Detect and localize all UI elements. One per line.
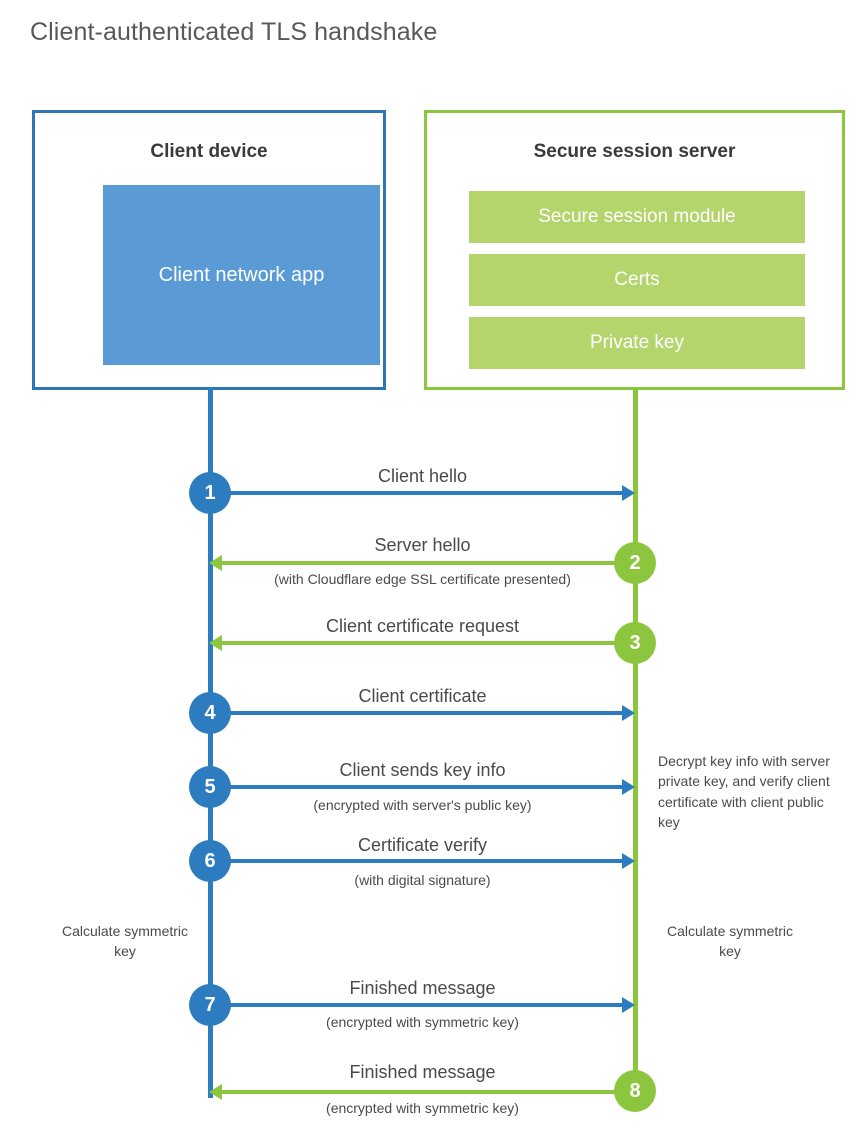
step-2-arrow-line — [222, 561, 635, 565]
step-2-sublabel: (with Cloudflare edge SSL certificate pr… — [274, 571, 571, 587]
step-8-arrow-head — [209, 1084, 222, 1100]
step-2-label: Server hello — [374, 535, 471, 555]
step-1-label: Client hello — [377, 466, 468, 486]
step-6-arrow-head — [622, 853, 635, 869]
client-device-title: Client device — [150, 141, 268, 162]
step-3-arrow-head — [209, 635, 222, 651]
step-8-arrow-line — [222, 1090, 635, 1094]
step-2-badge[interactable]: 2 — [614, 542, 656, 584]
step-7-badge[interactable]: 7 — [189, 984, 231, 1026]
step-5-label: Client sends key info — [339, 760, 506, 780]
step-3-badge[interactable]: 3 — [614, 622, 656, 664]
step-6-arrow-line — [210, 859, 622, 863]
step-8-label: Finished message — [349, 1062, 496, 1082]
server-module-certs: Certs — [469, 254, 805, 306]
step-7-arrow-line — [210, 1003, 622, 1007]
step-1-arrow-head — [622, 485, 635, 501]
step-6-badge[interactable]: 6 — [189, 840, 231, 882]
step-2-arrow-head — [209, 555, 222, 571]
server-decrypt-note: Decrypt key info with server private key… — [658, 753, 830, 830]
step-7-label: Finished message — [349, 978, 496, 998]
page-title: Client-authenticated TLS handshake — [30, 18, 438, 46]
step-5-arrow-line — [210, 785, 622, 789]
step-3-arrow-line — [222, 641, 635, 645]
step-6-sublabel: (with digital signature) — [354, 872, 491, 888]
client-lifeline — [208, 388, 213, 1098]
step-5-badge[interactable]: 5 — [189, 766, 231, 808]
step-1-arrow-line — [210, 491, 622, 495]
client-calculate-symmetric-key-note: Calculate symmetric key — [61, 923, 189, 960]
step-4-arrow-line — [210, 711, 622, 715]
step-4-badge[interactable]: 4 — [189, 692, 231, 734]
step-1-badge[interactable]: 1 — [189, 472, 231, 514]
step-6-label: Certificate verify — [357, 835, 488, 855]
step-4-label: Client certificate — [358, 686, 487, 706]
server-calculate-symmetric-key-note: Calculate symmetric key — [666, 923, 794, 960]
client-network-app-block: Client network app — [103, 185, 380, 365]
step-7-sublabel: (encrypted with symmetric key) — [326, 1014, 519, 1030]
secure-session-server-title: Secure session server — [533, 141, 736, 162]
step-8-badge[interactable]: 8 — [614, 1070, 656, 1112]
step-7-arrow-head — [622, 997, 635, 1013]
step-5-arrow-head — [622, 779, 635, 795]
step-8-sublabel: (encrypted with symmetric key) — [326, 1100, 519, 1116]
server-module-secure-session-module: Secure session module — [469, 191, 805, 243]
client-device-box: Client device Client network app — [32, 110, 386, 390]
step-5-sublabel: (encrypted with server's public key) — [313, 797, 532, 813]
server-module-private-key: Private key — [469, 317, 805, 369]
server-lifeline — [633, 388, 638, 1098]
step-4-arrow-head — [622, 705, 635, 721]
secure-session-server-box: Secure session server Secure session mod… — [424, 110, 845, 390]
step-3-label: Client certificate request — [325, 616, 520, 636]
